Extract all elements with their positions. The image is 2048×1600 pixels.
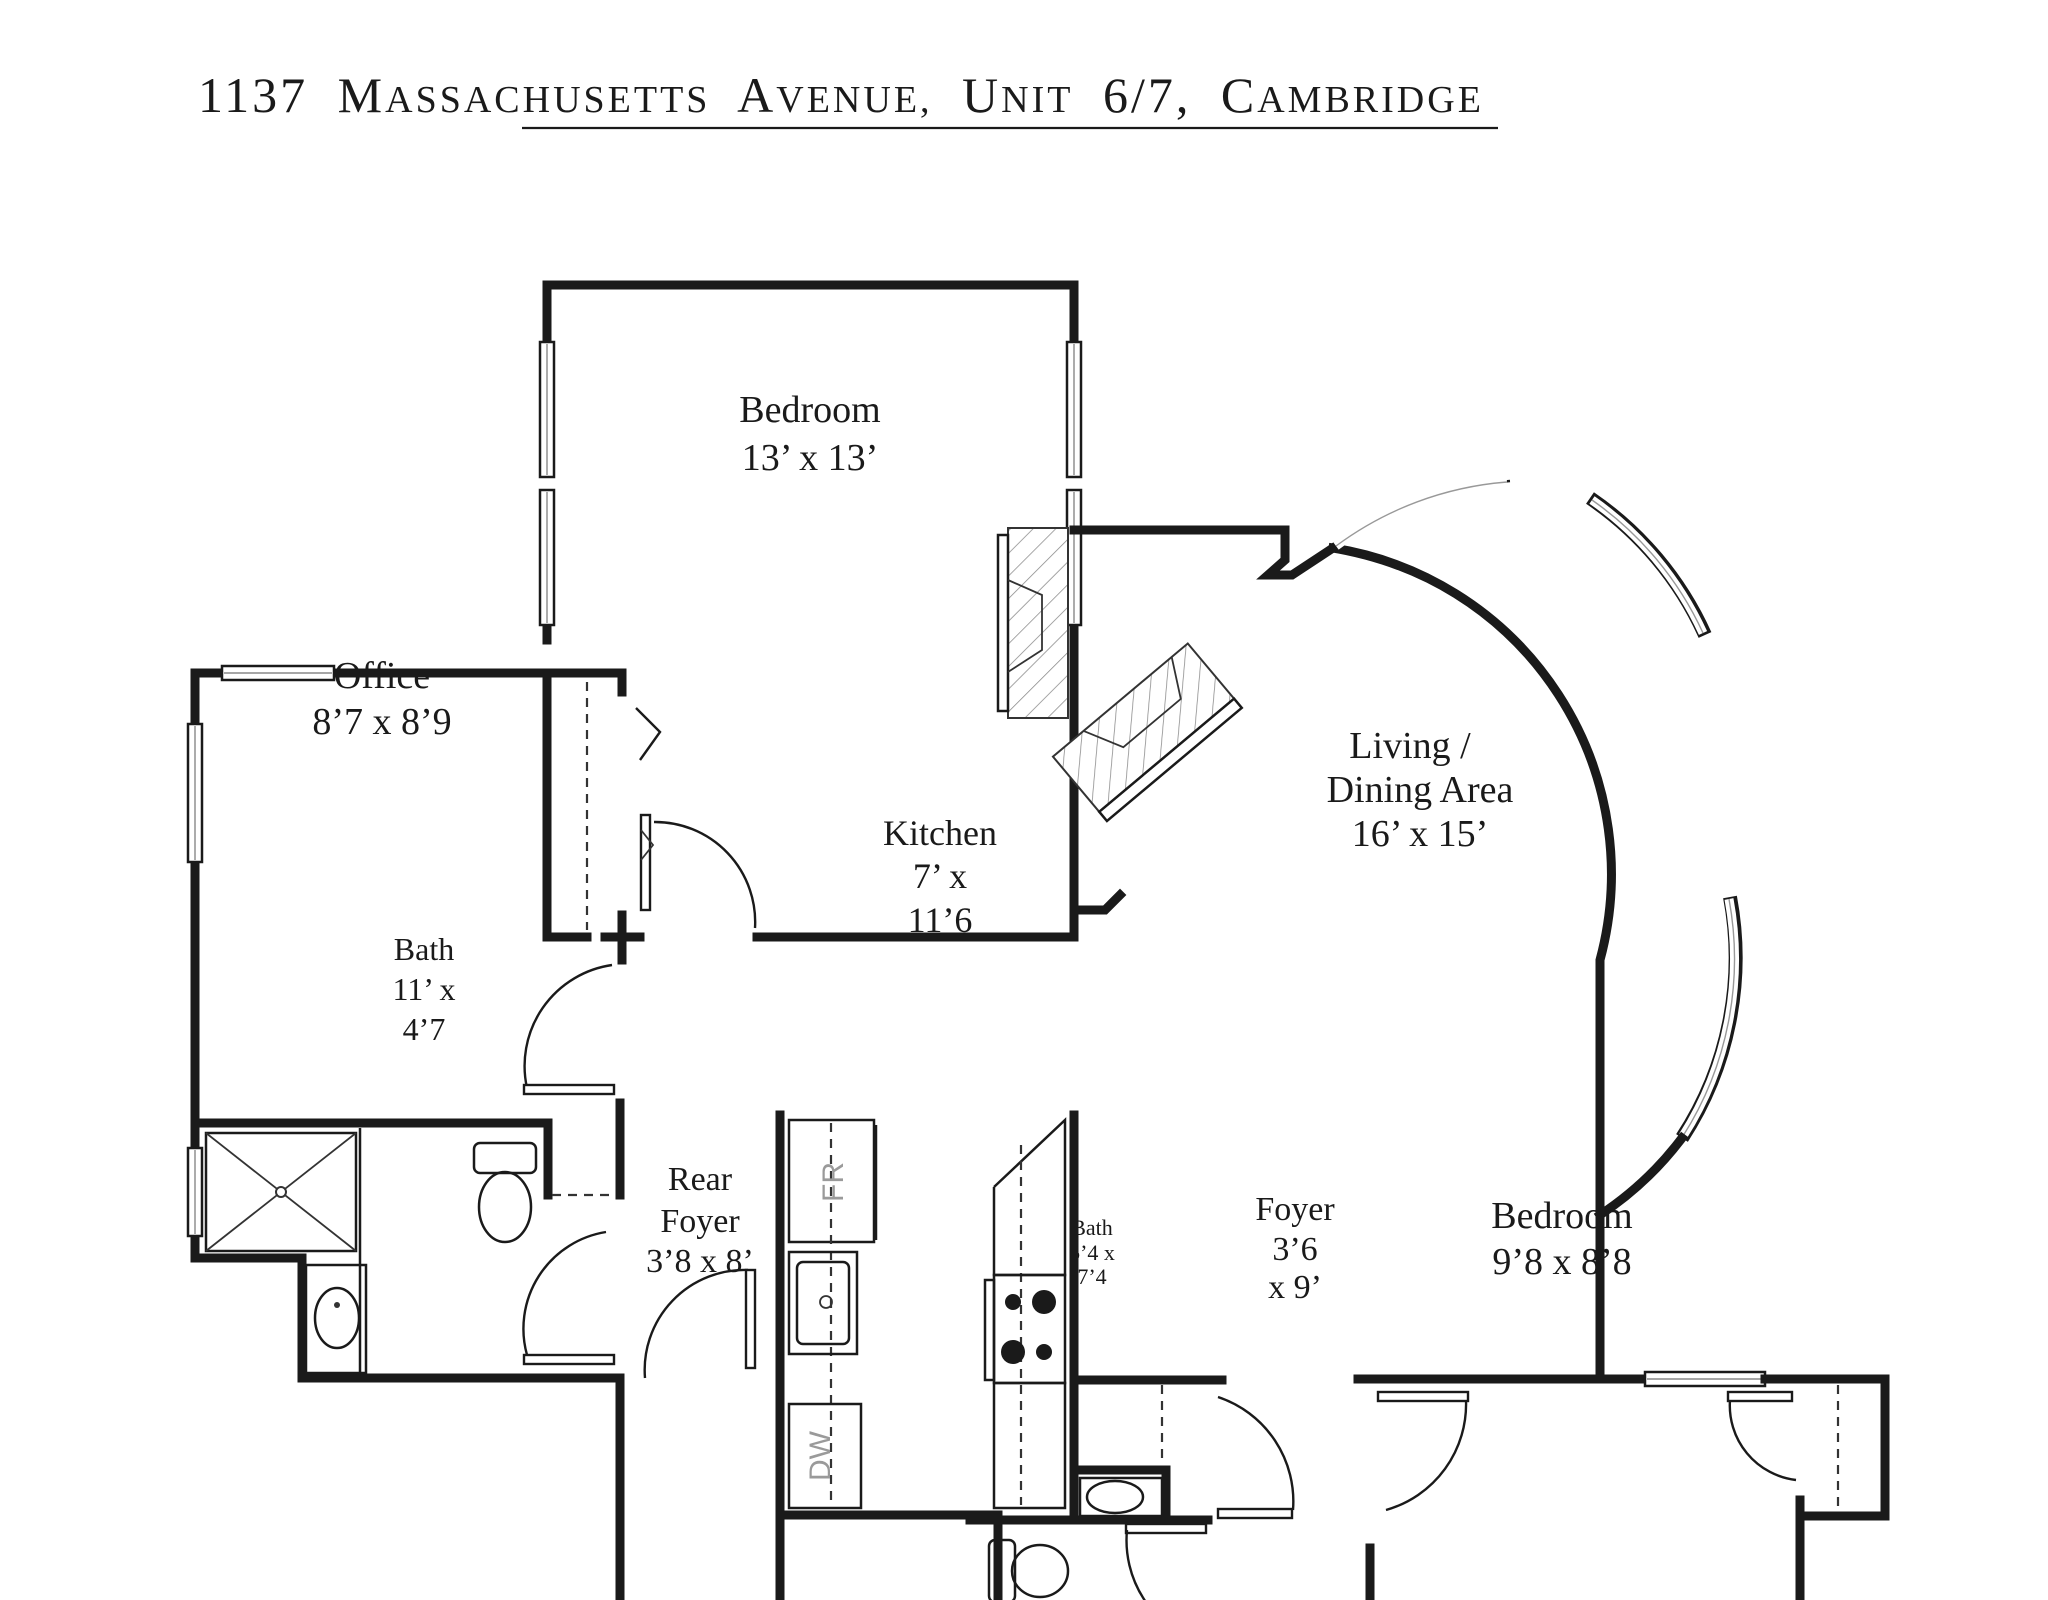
door-swing [643,1268,749,1379]
bifold-door [635,707,662,761]
svg-text:3’6: 3’6 [1272,1231,1317,1268]
burner-icon [1032,1290,1056,1314]
door-swing [522,1230,607,1356]
door [744,1268,757,1370]
svg-text:Kitchen: Kitchen [883,813,997,853]
door-swing [1217,1395,1295,1511]
svg-text:Foyer: Foyer [660,1203,740,1240]
bay-window [1332,479,1511,549]
room-label-office: Office 8’7 x 8’9 [312,655,451,743]
svg-text:Bedroom: Bedroom [739,389,880,431]
svg-text:1137 MASSACHUSETTS: 1137 MASSACHUSETTS AVENUE, UNIT 6/7, CAM… [198,67,1484,123]
door-swing [1125,1529,1147,1600]
svg-text:11’6: 11’6 [908,900,973,940]
sink-icon [1085,1479,1145,1515]
door [522,1353,616,1366]
door-swing [1385,1399,1468,1512]
svg-text:Living /: Living / [1349,725,1471,767]
kitchen-walls: FR DW [775,1110,1079,1600]
svg-text:Dining Area: Dining Area [1327,769,1514,811]
door-swing [1728,1399,1797,1482]
svg-text:7’4: 7’4 [1077,1264,1106,1289]
door [1124,1522,1208,1535]
svg-text:8’7 x 8’9: 8’7 x 8’9 [312,701,451,743]
room-label-living-dining: Living / Dining Area 16’ x 15’ [1327,725,1514,855]
plan-title: 1137 MASSACHUSETTS AVENUE, UNIT 6/7, CAM… [198,67,1498,130]
svg-text:16’ x 15’: 16’ x 15’ [1352,813,1489,855]
svg-text:Office: Office [334,655,430,697]
svg-text:x 9’: x 9’ [1268,1269,1322,1306]
sink-icon [313,1286,361,1350]
shower [204,1131,358,1253]
toilet-bowl-icon [477,1170,533,1244]
toilet-tank [472,1141,538,1175]
room-label-foyer: Foyer 3’6 x 9’ [1255,1191,1335,1306]
room-label-kitchen: Kitchen 7’ x 11’6 [883,813,997,940]
svg-text:5’4 x: 5’4 x [1069,1240,1115,1265]
svg-text:4’7: 4’7 [403,1011,446,1047]
svg-text:Foyer: Foyer [1255,1191,1335,1228]
bedroom-second-walls [1353,1370,1890,1600]
burner-icon [1005,1294,1021,1310]
door [1376,1390,1470,1403]
toilet-tank [987,1538,1017,1600]
room-label-bath-large: Bath 11’ x 4’7 [392,931,455,1047]
bath-large-walls [186,1118,625,1383]
svg-text:Rear: Rear [668,1161,733,1198]
bath-small-sink-counter [1078,1476,1164,1518]
bath-sink-counter [304,1263,368,1375]
fireplace [1007,527,1069,719]
refrigerator-label: FR [817,1162,850,1202]
svg-text:13’ x 13’: 13’ x 13’ [742,437,879,479]
door-swing [653,820,757,929]
burner-icon [1001,1340,1025,1364]
office-walls [186,664,757,1130]
door [522,1083,616,1096]
svg-text:9’8 x 8’8: 9’8 x 8’8 [1492,1241,1631,1283]
svg-text:11’ x: 11’ x [392,971,455,1007]
svg-text:Bedroom: Bedroom [1491,1195,1632,1237]
bay-wall [1327,542,1616,1384]
bath-small-walls [965,1375,1295,1600]
door [1216,1507,1294,1520]
svg-text:7’ x: 7’ x [913,856,967,896]
bedroom-main-walls [538,280,1083,942]
dishwasher [787,1402,863,1510]
living-dining-walls [996,477,1743,1384]
burner-icon [1036,1344,1052,1360]
toilet-bowl-icon [1010,1543,1070,1599]
stove [992,1273,1067,1385]
room-label-rear-foyer: Rear Foyer 3’8 x 8’ [646,1161,754,1280]
svg-text:Bath: Bath [394,931,454,967]
rear-foyer-walls [615,1268,785,1600]
room-label-bedroom-second: Bedroom 9’8 x 8’8 [1491,1195,1632,1283]
door-swing [523,963,613,1089]
title-number: 1137 [198,67,308,123]
kitchen-sink [795,1260,851,1346]
fireplace [1051,642,1236,814]
dishwasher-label: DW [804,1430,837,1481]
door [1726,1390,1794,1403]
svg-text:3’8 x 8’: 3’8 x 8’ [646,1243,754,1280]
svg-text:Bath: Bath [1071,1215,1113,1240]
room-label-bath-small: Bath 5’4 x 7’4 [1069,1215,1115,1289]
room-label-bedroom-main: Bedroom 13’ x 13’ [739,389,880,479]
